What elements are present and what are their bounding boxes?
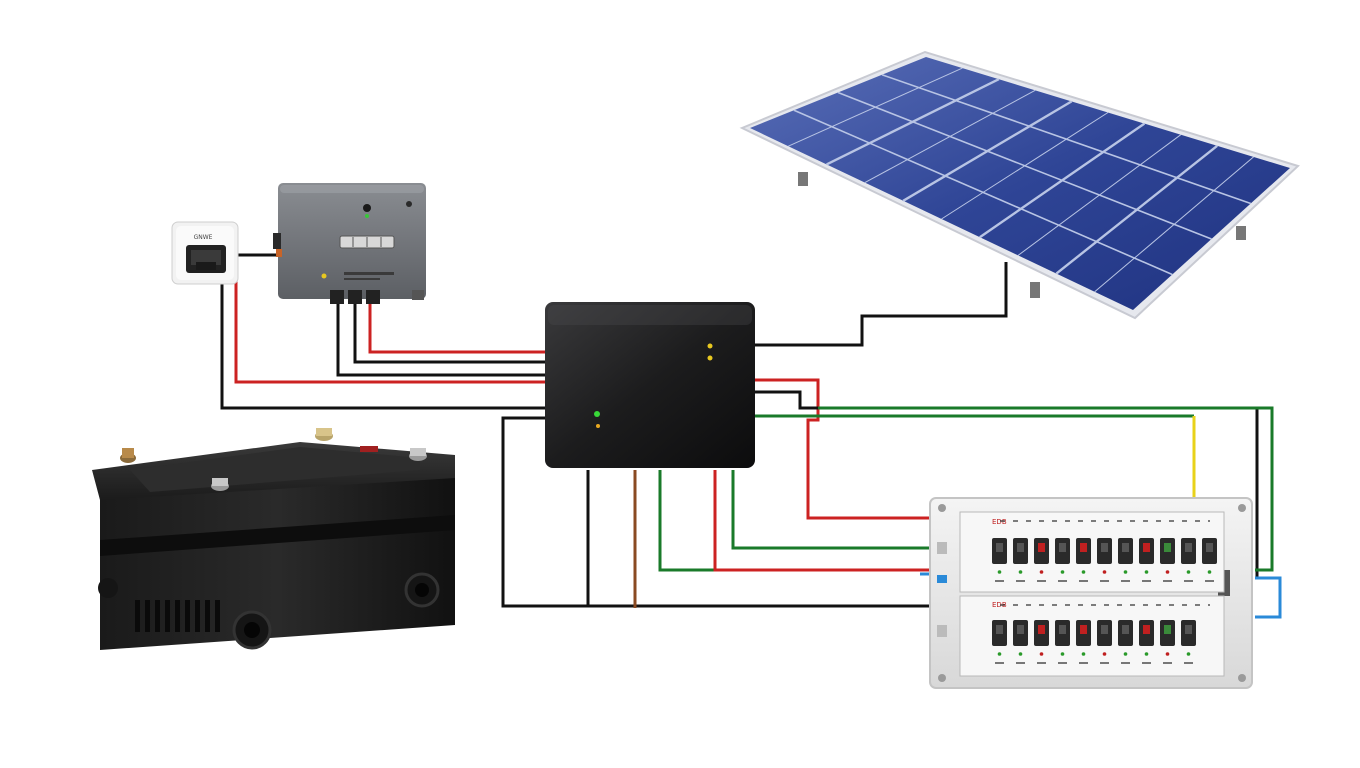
breaker-label-mark <box>1058 580 1067 582</box>
breaker-indicator <box>1039 570 1044 574</box>
solar-grid-line <box>979 122 1146 239</box>
wire-controller-inverter-black <box>336 300 545 377</box>
breaker-label-mark <box>995 662 1004 664</box>
breaker-indicator <box>997 570 1002 574</box>
breaker-indicator <box>1060 652 1065 656</box>
breaker-toggle <box>1101 543 1108 552</box>
breaker-indicator <box>1186 652 1191 656</box>
wire-inverter-right-red <box>755 378 930 520</box>
breaker-indicator <box>1144 570 1149 574</box>
charge-controller-icon <box>273 183 426 304</box>
breaker-label-mark <box>1058 662 1067 664</box>
breaker-label-mark <box>1163 580 1172 582</box>
wire-controller-inverter-black2 <box>353 300 545 364</box>
breaker-indicator <box>1039 652 1044 656</box>
breaker-label-mark <box>1100 662 1109 664</box>
meter-display-text: GNWE <box>194 234 213 241</box>
breaker-row-1 <box>992 538 1217 582</box>
breaker-toggle <box>1122 543 1129 552</box>
breaker-label-mark <box>1184 662 1193 664</box>
wires <box>220 253 1282 619</box>
wire-inverter-bottom-red <box>713 470 930 572</box>
breaker-indicator <box>1081 652 1086 656</box>
breaker-label-mark <box>1121 662 1130 664</box>
solar-panel-icon <box>739 50 1300 320</box>
breaker-toggle <box>1101 625 1108 634</box>
breaker-indicator <box>997 652 1002 656</box>
solar-grid-line <box>902 100 1073 202</box>
breaker-toggle <box>1017 543 1024 552</box>
breaker-toggle <box>1059 625 1066 634</box>
breaker-label-mark <box>1121 580 1130 582</box>
breaker-toggle <box>1122 625 1129 634</box>
solar-grid-line <box>941 112 1109 220</box>
breaker-row-2 <box>992 620 1196 664</box>
breaker-indicator <box>1123 652 1128 656</box>
breaker-indicator <box>1186 570 1191 574</box>
breaker-row2-label: EDB <box>992 601 1007 609</box>
breaker-toggle <box>1080 543 1087 552</box>
wire-blue <box>1255 576 1282 619</box>
inverter-icon <box>545 302 755 468</box>
breaker-indicator <box>1165 652 1170 656</box>
breaker-indicator <box>1102 652 1107 656</box>
breaker-label-mark <box>1142 662 1151 664</box>
battery-icon <box>92 428 455 650</box>
breaker-toggle <box>1017 625 1024 634</box>
breaker-indicator <box>1144 652 1149 656</box>
meter-icon: GNWE <box>171 221 239 285</box>
solar-grid-line <box>1017 134 1182 256</box>
breaker-indicator <box>1207 570 1212 574</box>
breaker-label-mark <box>1079 662 1088 664</box>
breaker-label-mark <box>1016 580 1025 582</box>
breaker-label-mark <box>1079 580 1088 582</box>
wire-green-right <box>818 406 1274 572</box>
wire-inverter-solar <box>755 262 1008 347</box>
breaker-toggle <box>1185 543 1192 552</box>
breaker-label-mark <box>1037 662 1046 664</box>
breaker-label-mark <box>1100 580 1109 582</box>
breaker-toggle <box>1038 543 1045 552</box>
breaker-label-mark <box>1184 580 1193 582</box>
breaker-toggle <box>1038 625 1045 634</box>
wire-inverter-bottom-green <box>658 470 930 572</box>
breaker-row1-label: EDB <box>992 518 1007 526</box>
breaker-label-mark <box>1142 580 1151 582</box>
breaker-panel-icon: EDB EDB <box>929 497 1253 689</box>
breaker-label-mark <box>1037 580 1046 582</box>
breaker-indicator <box>1102 570 1107 574</box>
solar-grid-line <box>1094 156 1254 293</box>
breaker-toggle <box>1080 625 1087 634</box>
wire-inverter-bottom-green2 <box>731 470 930 550</box>
wire-meter-inverter-red <box>234 278 545 384</box>
wire-meter-inverter-black <box>220 278 545 410</box>
breaker-toggle <box>1206 543 1213 552</box>
breaker-label-mark <box>995 580 1004 582</box>
breaker-toggle <box>1164 625 1171 634</box>
breaker-label-mark <box>1205 580 1214 582</box>
wire-controller-inverter-red <box>368 300 545 354</box>
breaker-toggle <box>1059 543 1066 552</box>
breaker-label-mark <box>1163 662 1172 664</box>
breaker-toggle <box>1185 625 1192 634</box>
solar-grid-line <box>826 78 1000 166</box>
breaker-indicator <box>1060 570 1065 574</box>
breaker-indicator <box>1165 570 1170 574</box>
breaker-toggle <box>1164 543 1171 552</box>
solar-grid-line <box>788 67 963 147</box>
breaker-label-mark <box>1016 662 1025 664</box>
breaker-indicator <box>1018 652 1023 656</box>
solar-grid-line <box>1055 144 1218 275</box>
breaker-indicator <box>1018 570 1023 574</box>
breaker-toggle <box>996 625 1003 634</box>
wire-inverter-loop <box>501 416 1228 608</box>
solar-grid-line <box>864 89 1036 184</box>
breaker-toggle <box>1143 625 1150 634</box>
breaker-indicator <box>1123 570 1128 574</box>
solar-cell-grid <box>788 67 1254 293</box>
breaker-toggle <box>996 543 1003 552</box>
breaker-indicator <box>1081 570 1086 574</box>
breaker-toggle <box>1143 543 1150 552</box>
